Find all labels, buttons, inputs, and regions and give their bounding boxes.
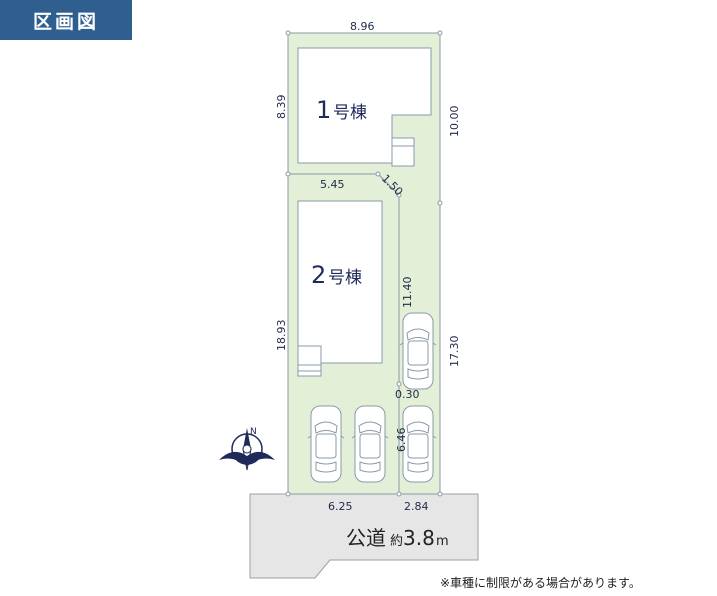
dim-bottom-right: 2.84: [404, 500, 429, 513]
car-icon: [351, 405, 389, 483]
corner-dot: [437, 30, 443, 36]
road-unit: m: [436, 534, 449, 549]
road-label: 公道: [346, 526, 386, 550]
dim-top-width: 8.96: [350, 20, 375, 33]
lot-2-suffix: 号棟: [328, 268, 362, 288]
lot-1-porch: [391, 137, 415, 167]
dim-lot1-right: 10.00: [448, 106, 461, 138]
car-icon: [307, 405, 345, 483]
corner-dot: [396, 491, 402, 497]
lot-2-number: 2: [311, 261, 326, 289]
page-title: 区画図: [0, 0, 132, 40]
public-road: [249, 493, 479, 579]
dim-bottom-left: 6.25: [328, 500, 353, 513]
car-icon: [399, 405, 437, 483]
compass-icon: N: [219, 427, 275, 471]
corner-dot: [285, 491, 291, 497]
dim-lot1-left: 8.39: [275, 95, 288, 120]
road-approx: 約: [390, 534, 403, 549]
lot-1-number: 1: [316, 96, 331, 124]
compass-north-label: N: [250, 427, 257, 437]
dim-lot2-left: 18.93: [275, 320, 288, 352]
vehicle-note: ※車種に制限がある場合があります。: [440, 576, 641, 590]
corner-dot: [437, 491, 443, 497]
corner-dot: [285, 30, 291, 36]
corner-dot: [375, 171, 381, 177]
corner-dot: [285, 171, 291, 177]
corner-dot: [396, 381, 402, 387]
dim-lot2-top: 5.45: [320, 178, 345, 191]
corner-dot: [396, 192, 402, 198]
lot-1-building: [297, 47, 432, 164]
car-icon: [399, 312, 437, 390]
dim-inner-right: 11.40: [401, 277, 414, 309]
dim-outer-right: 17.30: [448, 336, 461, 368]
lot-2-building: [297, 200, 383, 364]
lot-2-porch: [297, 345, 322, 377]
road-width: 3.8: [403, 526, 435, 550]
dim-parking-depth: 6.46: [395, 428, 408, 453]
corner-dot: [437, 200, 443, 206]
dim-gap: 0.30: [395, 388, 420, 401]
lot-1-suffix: 号棟: [333, 103, 367, 123]
